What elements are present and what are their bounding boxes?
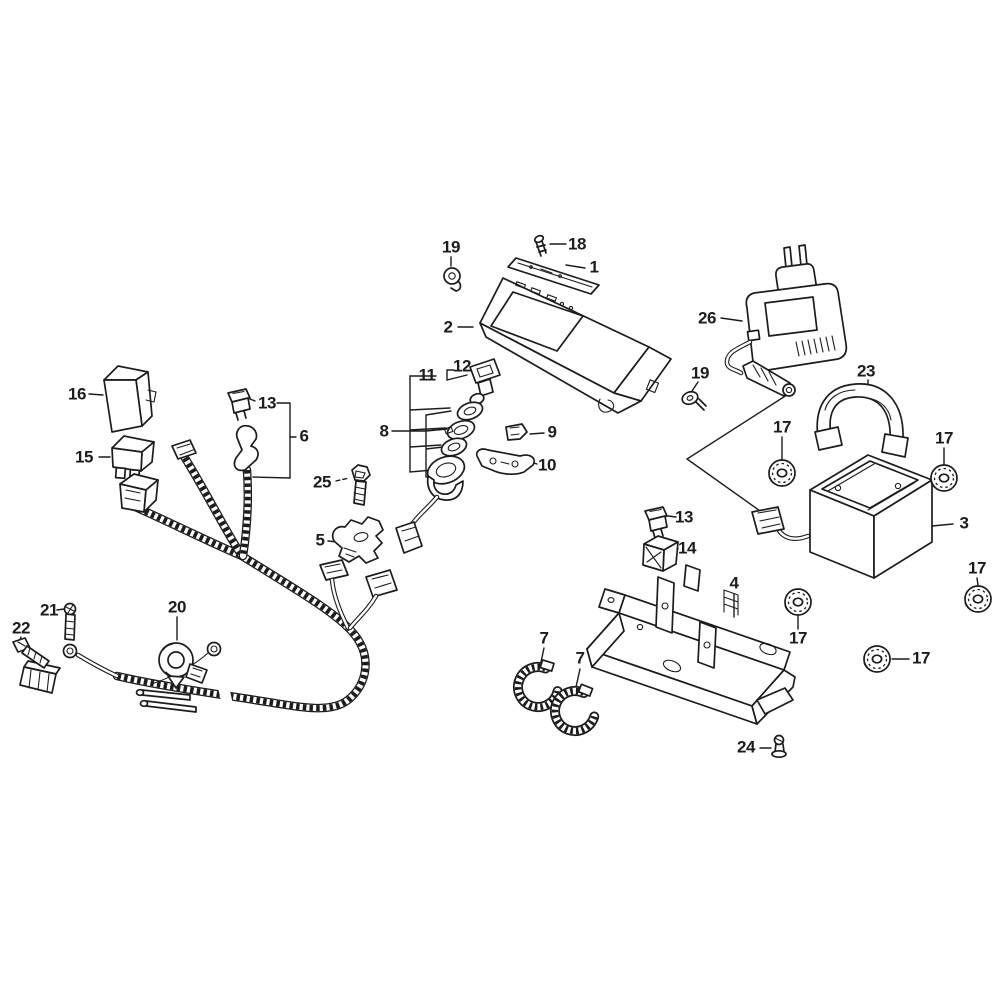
part-callout-25: 25 <box>313 472 331 492</box>
cover-16-illustration <box>103 365 157 433</box>
part-callout-11: 11 <box>418 365 436 385</box>
part-callout-22: 22 <box>12 618 30 638</box>
part-callout-17: 17 <box>968 558 986 578</box>
grommet-17-d <box>863 645 891 673</box>
part-callout-10: 10 <box>538 455 556 475</box>
part-callout-7: 7 <box>539 628 549 648</box>
part-callout-5: 5 <box>315 530 325 550</box>
part-callout-17: 17 <box>789 628 807 648</box>
harness-draw-break <box>218 686 233 707</box>
relay-5-illustration <box>319 516 398 598</box>
connector-20-illustration <box>158 642 208 689</box>
part-callout-24: 24 <box>737 737 755 757</box>
fuse-13-right-illustration <box>644 506 668 539</box>
clip-9-illustration <box>505 423 528 441</box>
part-callout-4: 4 <box>729 573 739 593</box>
key-switch-illustration <box>426 358 501 501</box>
part-callout-17: 17 <box>773 417 791 437</box>
part-callout-17: 17 <box>912 648 930 668</box>
bolt-21-illustration <box>63 602 77 641</box>
part-callout-19: 19 <box>442 237 460 257</box>
part-callout-15: 15 <box>75 447 93 467</box>
battery-charger-illustration <box>727 244 848 397</box>
control-panel-illustration <box>479 277 672 414</box>
part-callout-19: 19 <box>691 363 709 383</box>
part-callout-20: 20 <box>168 597 186 617</box>
battery-illustration <box>751 454 933 579</box>
part-callout-3: 3 <box>959 513 969 533</box>
part-callout-1: 1 <box>589 257 599 277</box>
grommet-17-a <box>768 459 796 487</box>
part-callout-12: 12 <box>453 356 471 376</box>
part-callout-21: 21 <box>40 600 58 620</box>
bolt-25-illustration <box>351 464 371 506</box>
part-callout-14: 14 <box>678 538 696 558</box>
plug-19-top-illustration <box>443 267 462 292</box>
part-callout-13: 13 <box>675 507 693 527</box>
part-callout-13: 13 <box>258 393 276 413</box>
part-callout-8: 8 <box>379 421 389 441</box>
screw-18-illustration <box>533 234 547 257</box>
battery-handle-illustration <box>814 383 909 458</box>
bracket-10-illustration <box>475 448 535 476</box>
grommet-17-b <box>930 464 958 492</box>
screw-19-right-illustration <box>681 390 707 411</box>
part-callout-7: 7 <box>575 648 585 668</box>
grommet-17-e <box>784 588 812 616</box>
part-callout-9: 9 <box>547 422 557 442</box>
bolt-22-illustration <box>12 637 50 669</box>
bolt-24-illustration <box>771 734 787 759</box>
wire-harness-illustration <box>19 424 437 713</box>
part-callout-6: 6 <box>299 426 309 446</box>
part-callout-23: 23 <box>857 361 875 381</box>
part-callout-2: 2 <box>443 317 453 337</box>
label-plate-illustration <box>507 257 600 295</box>
fuse-box-14-illustration <box>642 535 679 572</box>
part-callout-26: 26 <box>698 308 716 328</box>
fuse-13-left-illustration <box>227 388 251 421</box>
battery-tray-illustration <box>586 564 796 725</box>
part-callout-18: 18 <box>568 234 586 254</box>
connection-v-lines <box>685 392 791 519</box>
grommet-17-c <box>964 585 992 613</box>
part-callout-17: 17 <box>935 428 953 448</box>
part-callout-16: 16 <box>68 384 86 404</box>
relay-15-illustration <box>111 435 155 482</box>
